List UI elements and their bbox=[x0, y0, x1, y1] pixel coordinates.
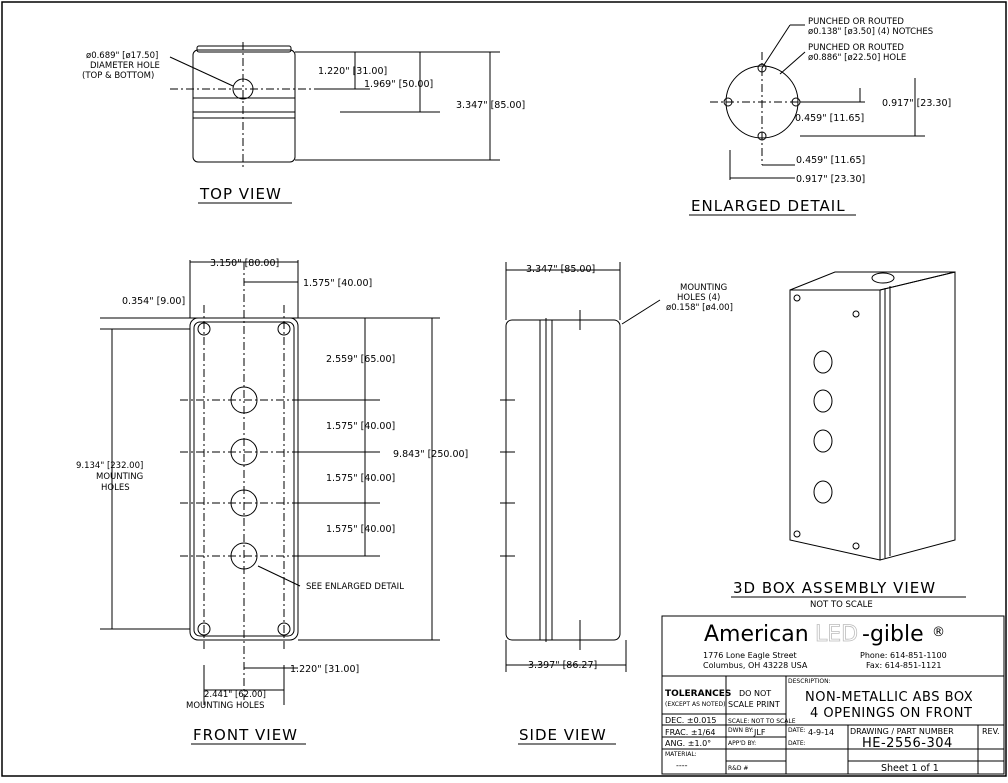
ang-tolerance: ANG. ±1.0° bbox=[665, 739, 711, 748]
detail-note1-line1: PUNCHED OR ROUTED bbox=[808, 17, 904, 27]
dec-tolerance: DEC. ±0.015 bbox=[665, 716, 717, 725]
front-dim-first-hole: 2.559" [65.00] bbox=[326, 354, 395, 365]
address-line-1: 1776 Lone Eagle Street bbox=[703, 651, 797, 660]
iso-view-subtitle: NOT TO SCALE bbox=[810, 600, 873, 610]
date: 4-9-14 bbox=[808, 728, 834, 737]
title-block-frame bbox=[661, 615, 1005, 775]
front-view-outline bbox=[189, 317, 299, 641]
front-dim-height: 9.843" [250.00] bbox=[393, 449, 468, 460]
sheet-number: Sheet 1 of 1 bbox=[881, 763, 939, 774]
side-view bbox=[500, 262, 661, 672]
top-view-title: TOP VIEW bbox=[199, 185, 282, 203]
title-block bbox=[661, 615, 1005, 775]
detail-dim-v1: 0.917" [23.30] bbox=[882, 98, 951, 109]
iso-hole-1 bbox=[813, 350, 833, 374]
front-dim-total-width: 3.150" [80.00] bbox=[210, 258, 279, 269]
front-mount-width-2: MOUNTING HOLES bbox=[186, 701, 265, 711]
top-hole-label-1: ø0.689" [ø17.50] bbox=[86, 51, 158, 61]
approved-by-label: APP'D BY: bbox=[728, 740, 756, 747]
side-dim-bottom: 3.397" [86.27] bbox=[528, 660, 597, 671]
front-mount-height-3: HOLES bbox=[101, 483, 130, 493]
iso-hole-2 bbox=[813, 389, 833, 413]
detail-dim-h2: 0.917" [23.30] bbox=[796, 174, 865, 185]
rev-label: REV. bbox=[982, 727, 1000, 736]
front-mount-width-1: 2.441" [62.00] bbox=[204, 690, 266, 700]
part-number: HE-2556-304 bbox=[862, 736, 953, 751]
front-dim-pitch-2: 1.575" [40.00] bbox=[326, 473, 395, 484]
front-dim-edge: 0.354" [9.00] bbox=[122, 296, 185, 307]
front-dim-pitch-1: 1.575" [40.00] bbox=[326, 421, 395, 432]
scale-print-label: SCALE PRINT bbox=[728, 700, 780, 709]
fax: Fax: 614-851-1121 bbox=[866, 661, 941, 670]
drawn-by: JLF bbox=[753, 728, 766, 737]
detail-note2-line1: PUNCHED OR ROUTED bbox=[808, 43, 904, 53]
frac-tolerance: FRAC. ±1/64 bbox=[665, 728, 716, 737]
iso-hole-3 bbox=[813, 429, 833, 453]
side-mount-note-3: ø0.158" [ø4.00] bbox=[666, 303, 733, 313]
front-view-title: FRONT VIEW bbox=[193, 726, 298, 744]
side-view-title: SIDE VIEW bbox=[519, 726, 607, 744]
description-label: DESCRIPTION: bbox=[788, 678, 831, 685]
registered-mark: ® bbox=[932, 625, 945, 640]
front-mount-height-1: 9.134" [232.00] bbox=[76, 461, 143, 471]
top-dim-b: 1.969" [50.00] bbox=[364, 79, 433, 90]
company-name-a: American bbox=[704, 622, 809, 647]
iso-front-face bbox=[789, 289, 881, 561]
company-name-b: LED bbox=[815, 622, 858, 647]
side-dim-top: 3.347" [85.00] bbox=[526, 264, 595, 275]
top-hole-label-3: (TOP & BOTTOM) bbox=[82, 71, 154, 81]
tolerances-label: TOLERANCES bbox=[665, 689, 731, 699]
drawn-by-label: DWN BY: bbox=[728, 727, 754, 734]
iso-hole-4 bbox=[813, 480, 833, 504]
top-view-outline bbox=[192, 49, 296, 163]
enlarged-detail bbox=[710, 24, 925, 180]
do-not-label: DO NOT bbox=[739, 689, 771, 698]
detail-note2-line2: ø0.886" [ø22.50] HOLE bbox=[808, 53, 906, 63]
phone: Phone: 614-851-1100 bbox=[860, 651, 947, 660]
top-dim-a: 1.220" [31.00] bbox=[318, 66, 387, 77]
material-value: ---- bbox=[676, 761, 688, 770]
detail-dim-h1: 0.459" [11.65] bbox=[796, 155, 865, 166]
iso-view bbox=[789, 271, 956, 561]
description-line-2: 4 OPENINGS ON FRONT bbox=[810, 706, 972, 721]
top-view bbox=[169, 42, 500, 168]
detail-dim-v2: 0.459" [11.65] bbox=[795, 113, 864, 124]
front-dim-pitch-3: 1.575" [40.00] bbox=[326, 524, 395, 535]
top-hole-label-2: DIAMETER HOLE bbox=[90, 61, 160, 71]
scale-note: SCALE: NOT TO SCALE bbox=[728, 718, 796, 725]
front-mount-height-2: MOUNTING bbox=[96, 472, 143, 482]
enlarged-detail-title: ENLARGED DETAIL bbox=[691, 197, 846, 215]
iso-view-title: 3D BOX ASSEMBLY VIEW bbox=[733, 579, 936, 597]
side-mount-note-1: MOUNTING bbox=[680, 283, 727, 293]
side-view-outline bbox=[505, 319, 621, 641]
front-dim-half-width: 1.575" [40.00] bbox=[303, 278, 372, 289]
material-label: MATERIAL: bbox=[665, 751, 697, 758]
description-line-1: NON-METALLIC ABS BOX bbox=[805, 690, 973, 705]
date-label: DATE: bbox=[788, 727, 806, 734]
date2-label: DATE: bbox=[788, 740, 806, 747]
front-dim-bottom-offset: 1.220" [31.00] bbox=[290, 664, 359, 675]
rd-label: R&D # bbox=[728, 765, 748, 772]
address-line-2: Columbus, OH 43228 USA bbox=[703, 661, 808, 670]
iso-side-face bbox=[879, 271, 956, 561]
front-view bbox=[100, 260, 440, 705]
side-mount-note-2: HOLES (4) bbox=[677, 293, 720, 303]
except-label: (EXCEPT AS NOTED) bbox=[665, 701, 725, 708]
detail-note1-line2: ø0.138" [ø3.50] (4) NOTCHES bbox=[808, 27, 933, 37]
front-see-detail: SEE ENLARGED DETAIL bbox=[306, 582, 404, 592]
company-name-c: -gible bbox=[862, 622, 924, 647]
top-dim-c: 3.347" [85.00] bbox=[456, 100, 525, 111]
drawing-part-label: DRAWING / PART NUMBER bbox=[850, 727, 954, 736]
